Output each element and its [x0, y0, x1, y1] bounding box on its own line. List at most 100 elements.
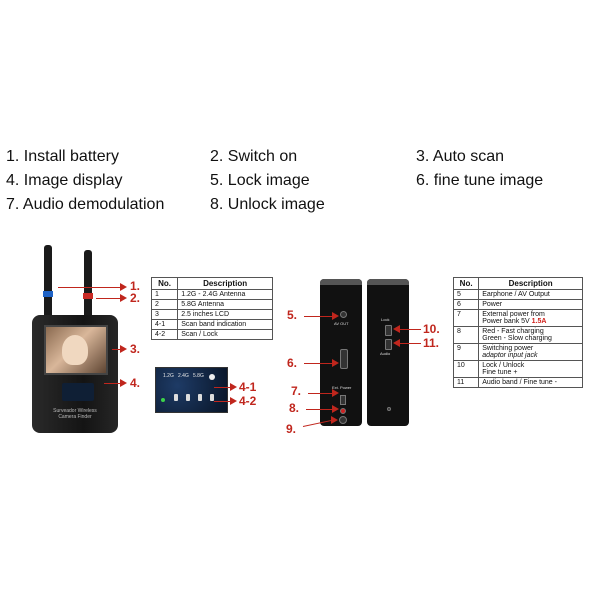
callout-5: 5.	[287, 308, 298, 322]
callout-9: 9.	[286, 422, 297, 436]
callout-11: 11.	[423, 336, 440, 350]
callout-4-1-arrow	[230, 383, 237, 391]
scan-band-panel-zoom: 1.2G 2.4G 5.8G	[155, 367, 228, 413]
callout-9-arrow	[331, 416, 338, 424]
step-item: 4. Image display	[6, 172, 123, 189]
table-row: 5 Earphone / AV Output	[452, 289, 583, 300]
scan-button[interactable]	[198, 394, 202, 401]
band-label-2: 2.4G	[178, 373, 189, 379]
callout-10-arrow	[393, 325, 400, 333]
charge-led	[340, 408, 346, 414]
callout-7-arrow	[332, 389, 339, 397]
header-description: Description	[177, 277, 273, 290]
lock-label: Lock	[381, 317, 390, 322]
callout-7: 7.	[291, 384, 302, 398]
led-dot-green	[161, 398, 165, 402]
lock-button[interactable]	[210, 394, 214, 401]
callout-1-line	[58, 287, 122, 288]
step-item: 3. Auto scan	[416, 148, 505, 165]
table-row: 3 2.5 inches LCD	[150, 309, 273, 320]
callout-2-line	[96, 298, 122, 299]
av-out-port[interactable]	[340, 311, 347, 318]
led-indicator-panel	[62, 383, 94, 401]
callout-5-arrow	[332, 312, 339, 320]
band-label-3: 5.8G	[193, 373, 204, 379]
callout-5-line	[304, 316, 334, 317]
device-brand-label: Surveador Wireless Camera Finder	[53, 408, 97, 420]
table-row: 10 Lock / Unlock Fine tune +	[452, 360, 583, 378]
band-label-1: 1.2G	[163, 373, 174, 379]
step-item: 5. Lock image	[210, 172, 310, 189]
callout-2-arrow	[120, 294, 127, 302]
av-out-label: AV OUT	[334, 321, 349, 326]
callout-10: 10.	[423, 322, 440, 336]
ext-power-label: Ext. Power	[332, 385, 352, 390]
lock-button[interactable]	[385, 325, 392, 336]
step-item: 2. Switch on	[210, 148, 298, 165]
callout-4-1: 4-1	[239, 380, 257, 394]
callout-1: 1.	[130, 279, 141, 293]
callout-6-arrow	[332, 359, 339, 367]
callout-1-arrow	[120, 283, 127, 291]
camera-finder-device: Surveador Wireless Camera Finder	[30, 245, 120, 433]
table-row: 8 Red - Fast charging Green - Slow charg…	[452, 326, 583, 344]
table-row: 1 1.2G - 2.4G Antenna	[150, 289, 273, 300]
audio-label: Audio	[380, 351, 391, 356]
callout-6: 6.	[287, 356, 298, 370]
antenna-ring-red	[83, 293, 93, 299]
device-side-view-right: Lock Audio	[367, 279, 409, 426]
adaptor-jack[interactable]	[339, 416, 347, 424]
callout-4-2-line	[214, 401, 232, 402]
callout-4-arrow	[120, 379, 127, 387]
callout-7-line	[308, 393, 334, 394]
callout-4: 4.	[130, 376, 141, 390]
callout-8-line	[306, 409, 334, 410]
spec-table-left: No. Description 1 1.2G - 2.4G Antenna 2 …	[150, 277, 273, 340]
table-row: 7 External power from Power bank 5V 1.5A	[452, 309, 583, 327]
audio-button[interactable]	[385, 339, 392, 350]
table-row: 4-2 Scan / Lock	[150, 329, 273, 340]
step-item: 7. Audio demodulation	[6, 196, 165, 213]
lcd-screen	[44, 325, 108, 375]
callout-11-line	[399, 343, 421, 344]
antenna-ring-blue	[43, 291, 53, 297]
table-row: 4-1 Scan band indication	[150, 319, 273, 330]
callout-6-line	[304, 363, 334, 364]
screw-hole	[387, 407, 391, 411]
callout-8: 8.	[289, 401, 300, 415]
callout-10-line	[399, 329, 421, 330]
power-switch[interactable]	[340, 349, 348, 369]
callout-2: 2.	[130, 291, 141, 305]
table-header-row: No. Description	[150, 277, 273, 290]
callout-3-line	[112, 349, 122, 350]
lock-indicator-icon	[209, 374, 215, 380]
antenna-2	[83, 250, 93, 319]
ext-power-port[interactable]	[340, 395, 346, 405]
callout-8-arrow	[332, 405, 339, 413]
callout-3: 3.	[130, 342, 141, 356]
callout-3-arrow	[120, 345, 127, 353]
table-row: 6 Power	[452, 299, 583, 310]
antenna-1	[43, 245, 53, 319]
step-item: 8. Unlock image	[210, 196, 325, 213]
callout-4-1-line	[214, 387, 232, 388]
header-description: Description	[478, 277, 583, 290]
table-row: 11 Audio band / Fine tune -	[452, 377, 583, 388]
table-row: 2 5.8G Antenna	[150, 299, 273, 310]
table-row: 9 Switching power adaptor input jack	[452, 343, 583, 361]
callout-4-line	[104, 383, 122, 384]
scan-button[interactable]	[174, 394, 178, 401]
header-no: No.	[150, 277, 179, 290]
steps-list: 1. Install battery 2. Switch on 3. Auto …	[6, 146, 596, 215]
step-item: 1. Install battery	[6, 148, 119, 165]
table-header-row: No. Description	[452, 277, 583, 290]
callout-11-arrow	[393, 339, 400, 347]
step-item: 6. fine tune image	[416, 172, 544, 189]
spec-table-right: No. Description 5 Earphone / AV Output 6…	[452, 277, 583, 388]
device-body: Surveador Wireless Camera Finder	[32, 315, 118, 433]
header-no: No.	[452, 277, 480, 290]
device-side-view-left: AV OUT Ext. Power	[320, 279, 362, 426]
callout-4-2-arrow	[230, 397, 237, 405]
callout-4-2: 4-2	[239, 394, 257, 408]
scan-button[interactable]	[186, 394, 190, 401]
